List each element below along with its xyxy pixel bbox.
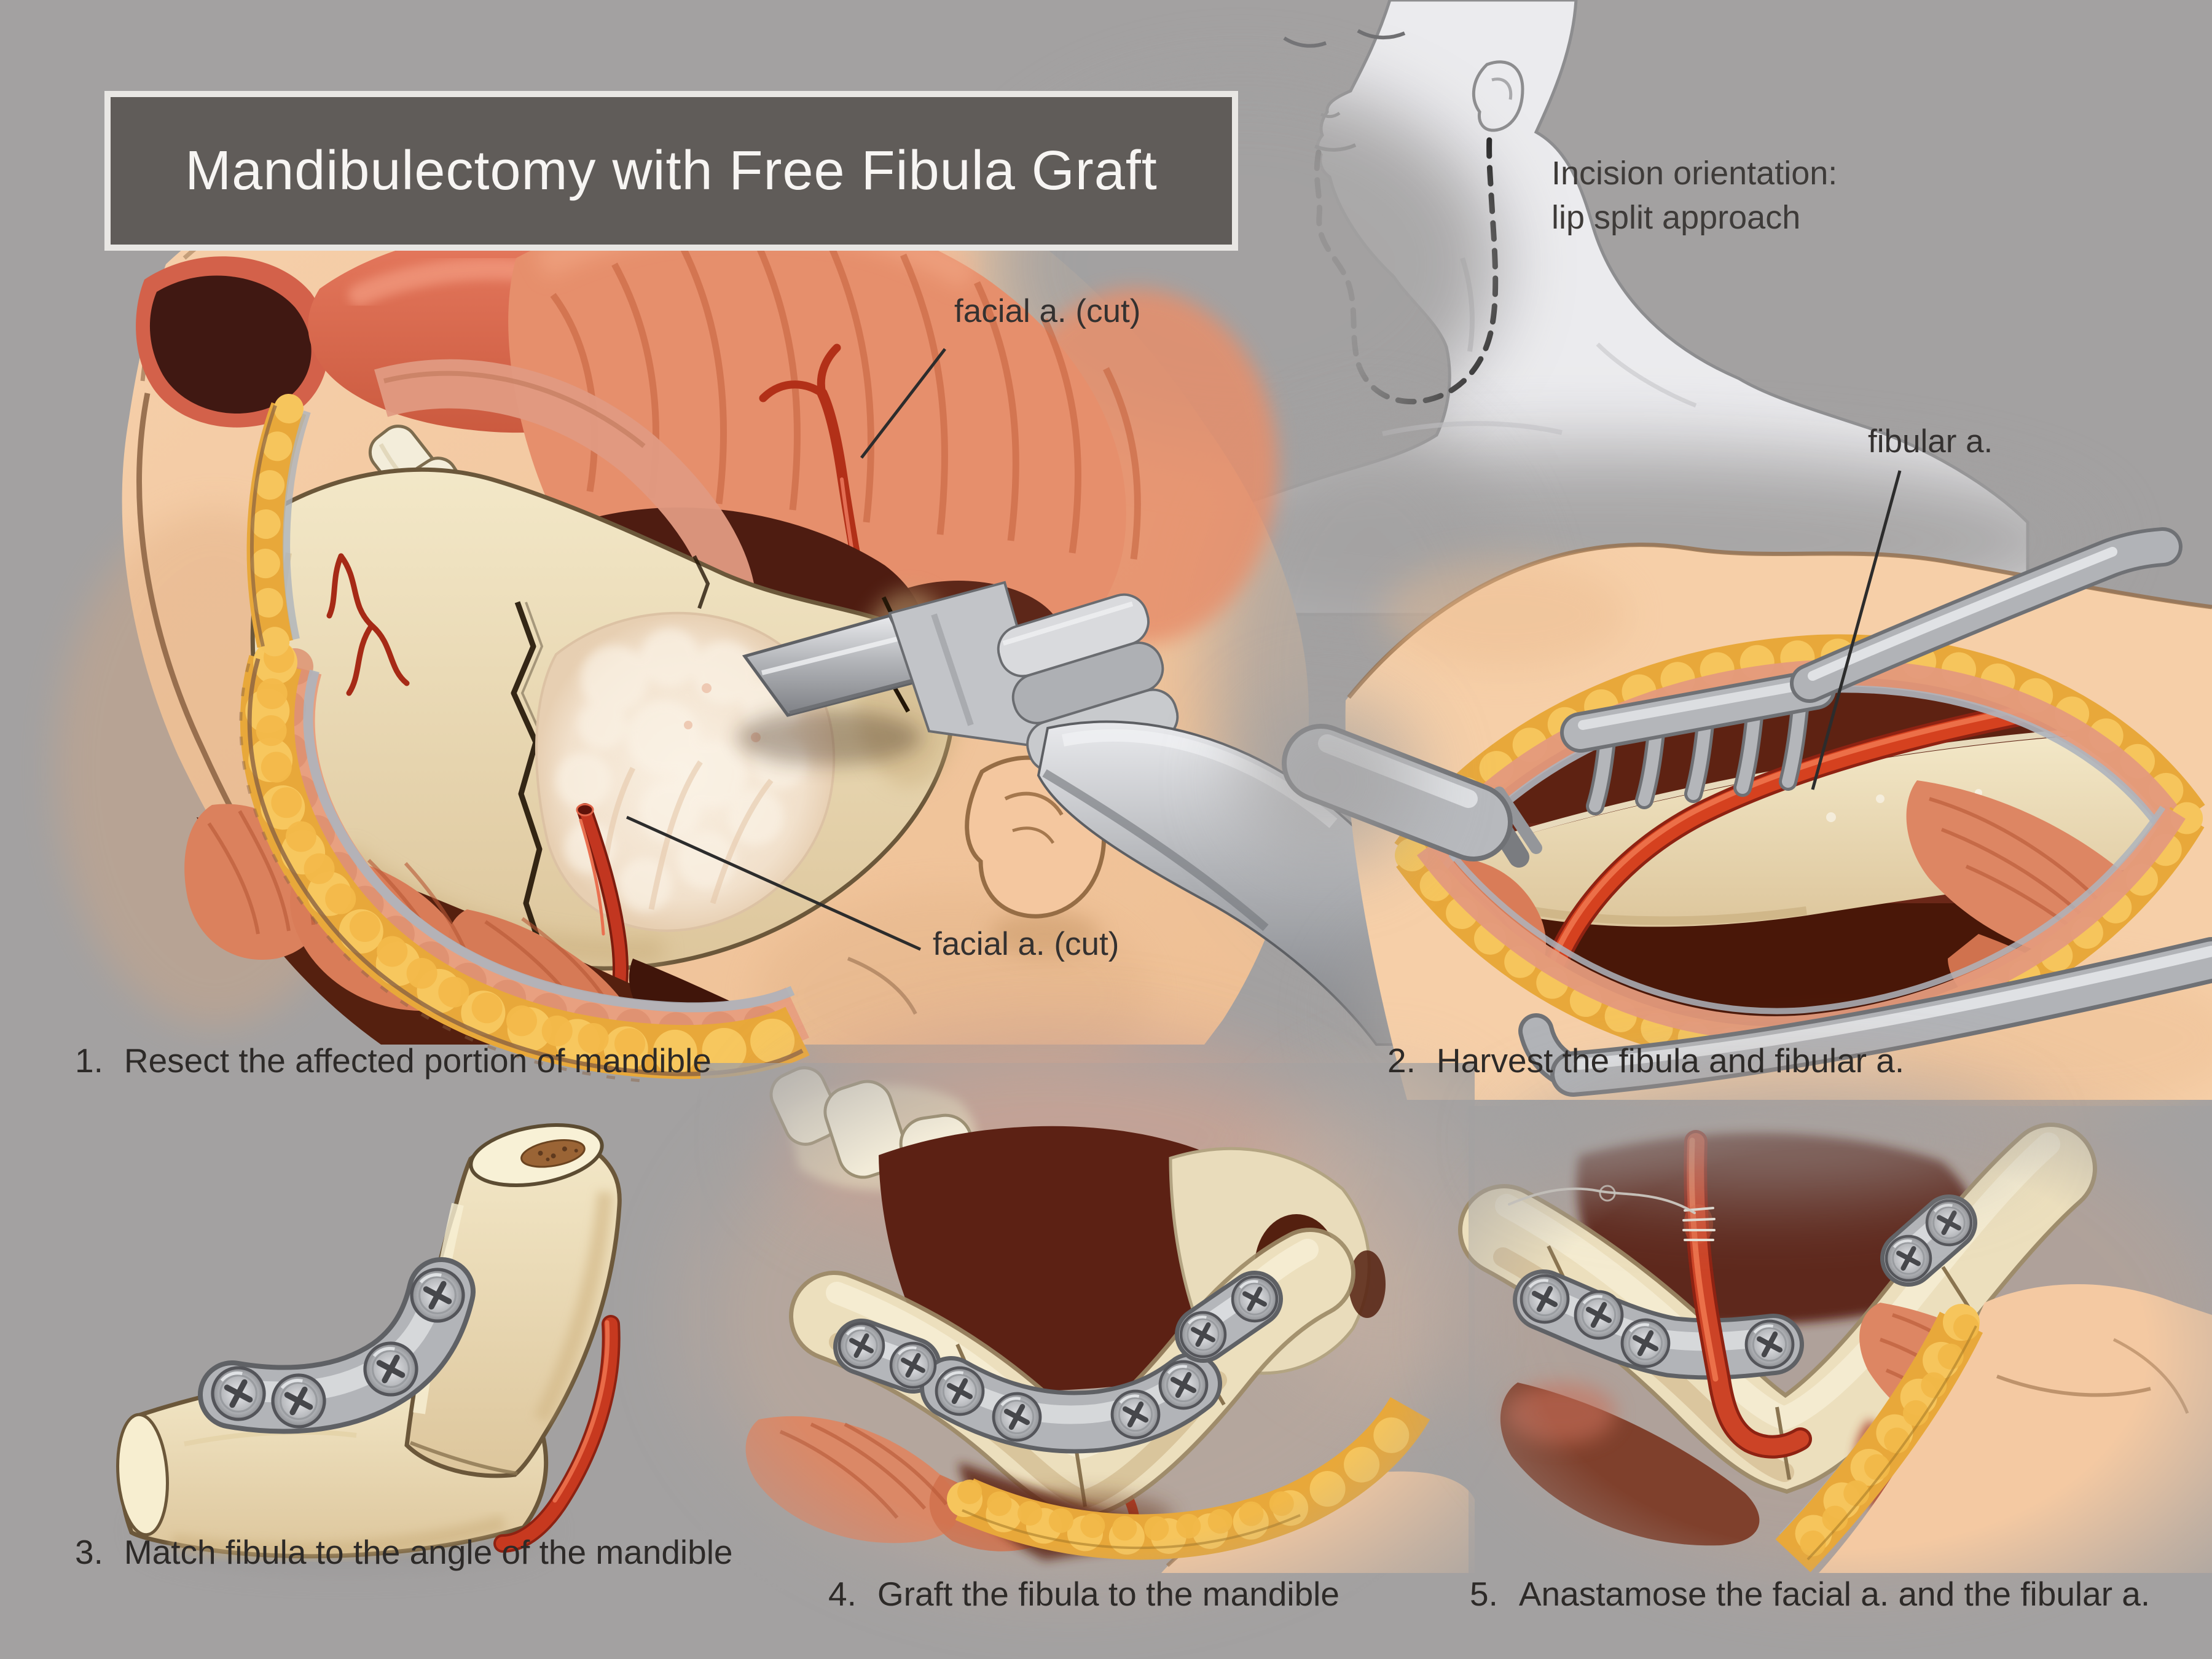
neck-incision-edge xyxy=(239,640,820,1083)
illustration-match-fibula xyxy=(116,1123,622,1564)
step-caption-1: 1. Resect the affected portion of mandib… xyxy=(75,1041,712,1080)
step-caption-2: 2. Harvest the fibula and fibular a. xyxy=(1387,1041,1904,1080)
step-caption-4: 4. Graft the fibula to the mandible xyxy=(828,1574,1339,1614)
osteotomy-line xyxy=(511,601,545,952)
screw-icon xyxy=(273,1375,324,1427)
label-facial-artery-lower: facial a. (cut) xyxy=(933,926,1120,962)
clamp-instrument xyxy=(1235,694,1542,868)
illustration-anastomosis xyxy=(1456,1069,2212,1591)
step-number: 2. xyxy=(1387,1041,1416,1080)
leader-facial-artery-lower xyxy=(626,815,922,951)
leader-facial-artery-upper xyxy=(860,348,946,459)
gums xyxy=(374,359,756,600)
step-text: Graft the fibula to the mandible xyxy=(877,1575,1339,1613)
incision-note-line1: Incision orientation: xyxy=(1551,155,1838,192)
rake-retractor xyxy=(1560,527,2183,815)
step-number: 3. xyxy=(75,1533,103,1571)
leader-fibular-artery xyxy=(1811,470,1902,790)
title-box: Mandibulectomy with Free Fibula Graft xyxy=(104,91,1238,251)
fibular-artery-graft xyxy=(493,1315,621,1553)
label-fibular-artery: fibular a. xyxy=(1868,423,1993,460)
step-number: 5. xyxy=(1470,1575,1498,1613)
illustration-harvest-fibula xyxy=(1235,470,2212,1112)
bone-vessel xyxy=(326,553,410,696)
screw-icon xyxy=(365,1343,417,1395)
step-text: Harvest the fibula and fibular a. xyxy=(1436,1041,1905,1080)
fibula-cut-face xyxy=(469,1123,604,1188)
closed-eyes xyxy=(1283,29,1406,48)
step-caption-5: 5. Anastamose the facial a. and the fibu… xyxy=(1470,1574,2150,1614)
incision-note: Incision orientation: lip split approach xyxy=(1551,151,1837,240)
illustration-resect-mandible xyxy=(55,80,1628,1118)
upper-incision-fat xyxy=(246,394,311,659)
step-text: Match fibula to the angle of the mandibl… xyxy=(124,1533,733,1571)
curved-retractor xyxy=(1518,937,2212,1097)
incision-note-line2: lip split approach xyxy=(1551,199,1801,237)
step-text: Resect the affected portion of mandible xyxy=(124,1041,712,1080)
step-number: 1. xyxy=(75,1041,103,1080)
ear-outline xyxy=(1472,60,1524,132)
step-caption-3: 3. Match fibula to the angle of the mand… xyxy=(75,1532,733,1572)
illustration-graft-fibula xyxy=(688,1026,1518,1591)
fibular-artery xyxy=(1540,703,2042,992)
label-facial-artery-upper: facial a. (cut) xyxy=(954,293,1141,329)
step-text: Anastamose the facial a. and the fibular… xyxy=(1518,1575,2151,1613)
screw-icon xyxy=(412,1269,463,1321)
screw-icon xyxy=(213,1368,264,1419)
step-number: 4. xyxy=(828,1575,857,1613)
poster-title: Mandibulectomy with Free Fibula Graft xyxy=(185,139,1158,202)
